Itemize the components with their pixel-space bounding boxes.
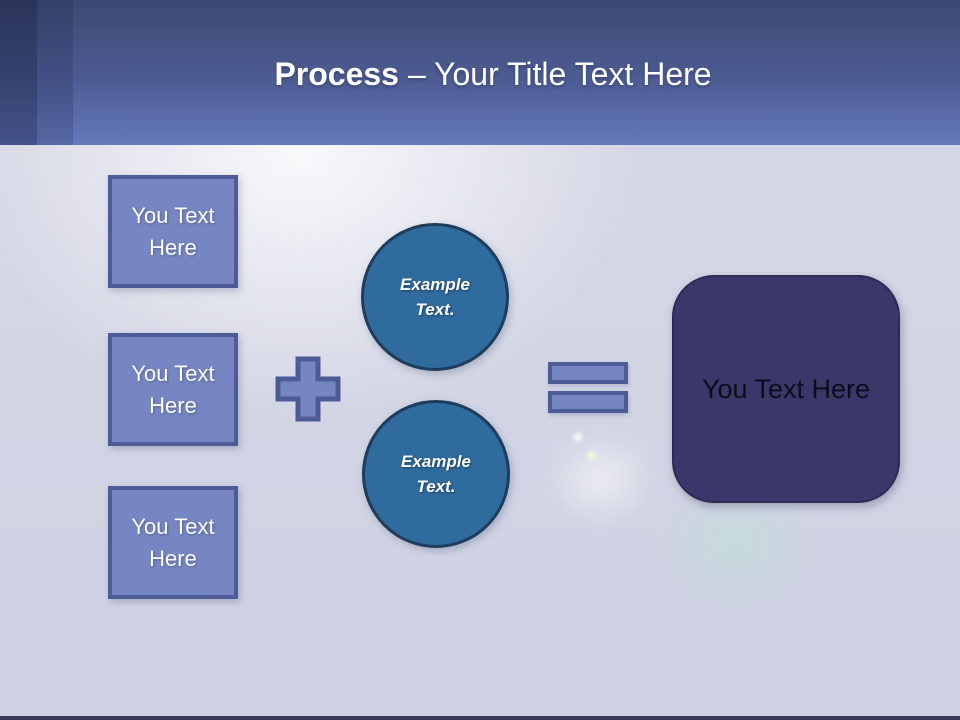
header-band: Process– Your Title Text Here [0,0,960,145]
input-box-3-label: You Text Here [131,513,215,571]
header-accent-stripe-dark [0,0,37,145]
plus-icon[interactable] [274,355,342,423]
lens-flare-dot [571,430,585,444]
input-box-3[interactable]: You Text Here [108,486,238,599]
example-circle-2-label: Example Text. [401,452,471,496]
header-accent-stripe-medium [37,0,73,145]
equals-icon-bottom-bar [548,391,628,413]
example-circle-1-label: Example Text. [400,275,470,319]
example-circle-2[interactable]: Example Text. [362,400,510,548]
slide-bottom-edge [0,716,960,720]
input-box-1[interactable]: You Text Here [108,175,238,288]
title-emphasis: Process [274,56,399,92]
title-rest: – Your Title Text Here [407,56,712,92]
lens-flare-bright-dot [585,449,598,462]
input-box-2-label: You Text Here [131,360,215,418]
equals-icon-top-bar [548,362,628,384]
input-box-1-label: You Text Here [131,202,215,260]
result-box[interactable]: You Text Here [672,275,900,503]
slide-title[interactable]: Process– Your Title Text Here [0,52,960,96]
equals-icon[interactable] [548,362,628,420]
example-circle-1[interactable]: Example Text. [361,223,509,371]
input-box-2[interactable]: You Text Here [108,333,238,446]
result-box-label: You Text Here [701,373,871,404]
plus-icon-shape [275,356,341,422]
lens-flare-ring [555,440,650,530]
